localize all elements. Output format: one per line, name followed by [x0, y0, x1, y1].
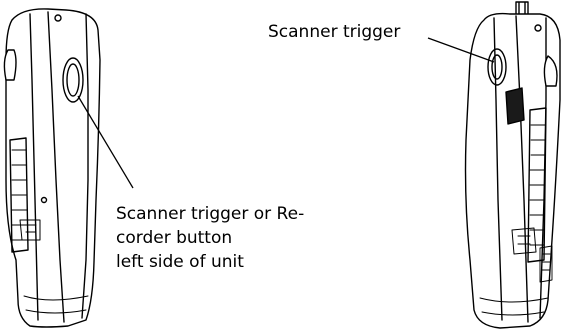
right-device-clip	[543, 55, 558, 87]
left-scanner-trigger-button	[62, 57, 84, 103]
left-device-clip	[3, 49, 17, 81]
right-device-seam	[515, 15, 529, 323]
right-device-rail-ridges	[529, 124, 546, 246]
right-scanner-trigger-inner	[491, 54, 503, 80]
left-device-grip-panel	[9, 137, 29, 253]
right-device-connector	[539, 245, 553, 283]
right-callout-leader-line	[427, 37, 495, 63]
right-scanner-trigger-button	[487, 48, 507, 86]
right-device-body-outline	[464, 12, 561, 329]
right-device-screw	[534, 24, 542, 32]
right-device-side-rail	[527, 107, 547, 263]
right-device-front-edge	[493, 17, 503, 321]
left-device-body-outline	[5, 8, 101, 328]
left-side-device-view	[3, 8, 101, 328]
left-callout-line-1: Scanner trigger or Re-	[116, 204, 305, 224]
left-side-callout-label: Scanner trigger or Re- corder button lef…	[116, 202, 304, 274]
left-device-bottom-cap	[23, 295, 89, 314]
left-callout-leader-line	[77, 95, 134, 189]
left-device-screw-top	[54, 14, 62, 22]
right-device-dark-grip	[505, 87, 525, 125]
left-device-back-edge	[81, 13, 89, 319]
left-device-latch	[19, 219, 41, 241]
left-callout-line-2: corder button	[116, 228, 233, 248]
left-device-grip-ridges	[11, 149, 28, 241]
right-device-bottom-cap	[479, 297, 549, 316]
scanner-trigger-label: Scanner trigger	[268, 22, 401, 42]
right-side-device-view	[464, 1, 561, 329]
left-device-seam	[47, 11, 65, 323]
left-device-screw-bottom	[40, 196, 48, 204]
left-callout-line-3: left side of unit	[116, 252, 244, 272]
left-device-front-edge	[29, 13, 39, 321]
right-device-latch	[511, 227, 537, 255]
left-scanner-trigger-inner	[66, 63, 80, 97]
